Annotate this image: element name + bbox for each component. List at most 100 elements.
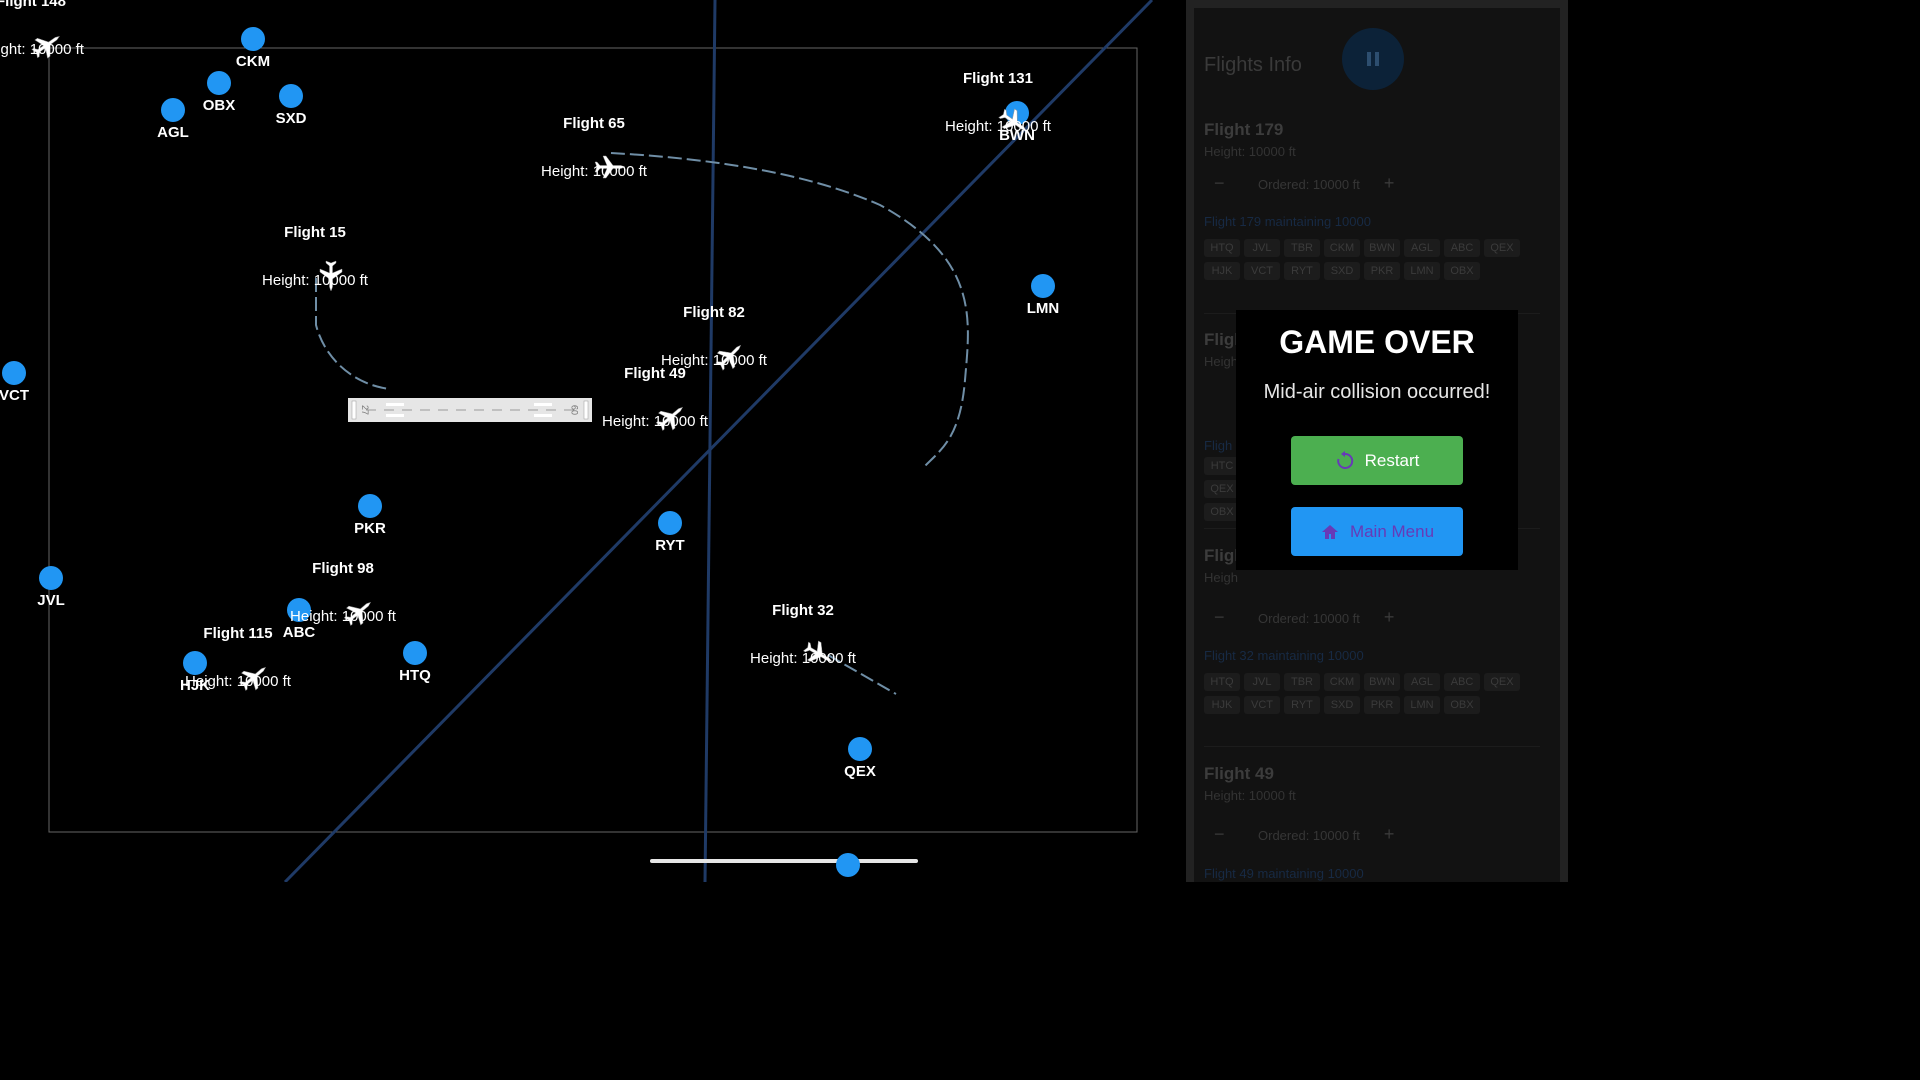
waypoint-chip[interactable]: SXD [1324, 696, 1360, 714]
waypoint-label: LMN [1026, 300, 1060, 317]
waypoint-chip[interactable]: LMN [1404, 696, 1440, 714]
ordered-altitude: Ordered: 10000 ft [1258, 177, 1360, 192]
waypoint-chip[interactable]: PKR [1364, 696, 1400, 714]
decrease-altitude-button[interactable]: − [1214, 824, 1225, 844]
waypoint-chip[interactable]: QEX [1484, 673, 1520, 691]
waypoint-label: BWN [999, 127, 1035, 144]
ordered-altitude: Ordered: 10000 ft [1258, 611, 1360, 626]
flight-status: Flight 179 maintaining 10000 [1204, 214, 1371, 229]
waypoint-chip[interactable]: CKM [1324, 239, 1360, 257]
waypoint-chip[interactable]: HTC [1204, 457, 1240, 475]
waypoint-chip[interactable]: BWN [1364, 239, 1400, 257]
waypoint-chip[interactable]: ABC [1444, 673, 1480, 691]
flight-height: Height: 10000 ft [290, 608, 396, 625]
waypoint-chip[interactable]: RYT [1284, 262, 1320, 280]
waypoint-label: RYT [655, 537, 685, 554]
waypoint-chip[interactable]: HTQ [1204, 673, 1240, 691]
radar-lines: 27 09 [48, 0, 1154, 882]
waypoint-label: JVL [37, 592, 65, 609]
waypoint-chip[interactable]: QEX [1204, 480, 1240, 498]
flight-card: Flight 179 Height: 10000 ft [1204, 120, 1550, 159]
runway-number-right: 09 [570, 405, 580, 415]
route-line-vertical [703, 0, 717, 882]
waypoint-chip[interactable]: SXD [1324, 262, 1360, 280]
airplane-icon [238, 666, 267, 691]
waypoint-label: VCT [0, 387, 29, 404]
waypoint-chip[interactable]: QEX [1484, 239, 1520, 257]
decrease-altitude-button[interactable]: − [1214, 607, 1225, 627]
airplane-icon [31, 35, 60, 59]
waypoint-chip[interactable]: AGL [1404, 673, 1440, 691]
waypoint-chip[interactable]: VCT [1244, 696, 1280, 714]
ordered-altitude: Ordered: 10000 ft [1258, 828, 1360, 843]
card-flight-status: Fligh [1204, 438, 1233, 453]
waypoint-label: AGL [157, 124, 189, 141]
airplane-icon [594, 155, 626, 179]
card-flight-name: Flight 49 [1204, 764, 1274, 783]
waypoint-label: HJK [179, 677, 210, 694]
altitude-control: − Ordered: 10000 ft + [1214, 607, 1404, 628]
waypoint-chip[interactable]: OBX [1444, 696, 1480, 714]
airplane-icon [343, 601, 372, 626]
divider [1204, 746, 1540, 747]
waypoint-chip[interactable]: LMN [1404, 262, 1440, 280]
waypoint-chip[interactable]: ABC [1444, 239, 1480, 257]
waypoint-chip[interactable]: TBR [1284, 673, 1320, 691]
runway-number-left: 27 [360, 405, 370, 415]
flight-name: Flight 131 [962, 70, 1033, 87]
waypoint-chip[interactable]: AGL [1404, 239, 1440, 257]
increase-altitude-button[interactable]: + [1383, 173, 1395, 193]
pause-button[interactable] [1342, 28, 1404, 90]
flight-name: Flight 82 [683, 304, 745, 321]
waypoint-chip[interactable]: JVL [1244, 673, 1280, 691]
waypoint-chip[interactable]: OBX [1444, 262, 1480, 280]
flight-15-path [315, 278, 391, 390]
flight-status: Flight 32 maintaining 10000 [1204, 648, 1364, 663]
restart-icon [1336, 450, 1353, 469]
waypoint-chip[interactable]: CKM [1324, 673, 1360, 691]
decrease-altitude-button[interactable]: − [1214, 173, 1225, 193]
airspace-boundary [48, 47, 1138, 833]
flight-name: Flight 65 [563, 115, 625, 132]
waypoint-chip[interactable]: TBR [1284, 239, 1320, 257]
increase-altitude-button[interactable]: + [1383, 824, 1395, 844]
flight-32-path [827, 654, 897, 695]
altitude-control: − Ordered: 10000 ft + [1214, 173, 1404, 194]
main-menu-button[interactable]: Main Menu [1291, 507, 1463, 556]
card-flight-name: Fligh [1204, 330, 1245, 349]
increase-altitude-button[interactable]: + [1383, 607, 1395, 627]
zoom-slider-track[interactable] [650, 859, 918, 863]
flight-name: Flight 49 [624, 365, 686, 382]
altitude-control: − Ordered: 10000 ft + [1214, 824, 1404, 845]
waypoint-label: ABC [282, 624, 316, 641]
waypoint-chip[interactable]: HJK [1204, 696, 1240, 714]
waypoint-chip[interactable]: BWN [1364, 673, 1400, 691]
game-over-title: GAME OVER [1279, 324, 1475, 360]
flight-65-path [610, 152, 969, 470]
pause-icon [1367, 52, 1371, 66]
flight-card: Fligh Heigh [1204, 330, 1550, 369]
waypoint-label: OBX [202, 97, 236, 114]
flight-card: Fligh [1204, 434, 1550, 453]
panel-title: Flights Info [1204, 54, 1302, 76]
flight-name: Flight 98 [312, 560, 374, 577]
waypoint-chip[interactable]: JVL [1244, 239, 1280, 257]
waypoint-chip[interactable]: OBX [1204, 503, 1240, 521]
waypoint-label: CKM [235, 53, 271, 70]
waypoint-chip[interactable]: VCT [1244, 262, 1280, 280]
restart-button[interactable]: Restart [1291, 436, 1463, 485]
waypoint-chip[interactable]: RYT [1284, 696, 1320, 714]
flight-name: Flight 115 [203, 625, 273, 642]
card-flight-height: Heigh [1204, 570, 1238, 585]
waypoint-chip[interactable]: HTQ [1204, 239, 1240, 257]
waypoint-chip[interactable]: PKR [1364, 262, 1400, 280]
radar-screen[interactable]: 27 09 CKM OBX AGL SXD BWN LMN VCT PKR RY… [0, 0, 1186, 882]
restart-label: Restart [1364, 450, 1420, 470]
airplane-icon [715, 344, 742, 371]
card-flight-height: Height: 10000 ft [1204, 788, 1296, 803]
flight-height: Height: 10000 ft [750, 650, 856, 667]
flight-height: Height: 10000 ft [541, 163, 647, 180]
zoom-slider-knob[interactable] [836, 853, 860, 877]
waypoint-chip[interactable]: HJK [1204, 262, 1240, 280]
